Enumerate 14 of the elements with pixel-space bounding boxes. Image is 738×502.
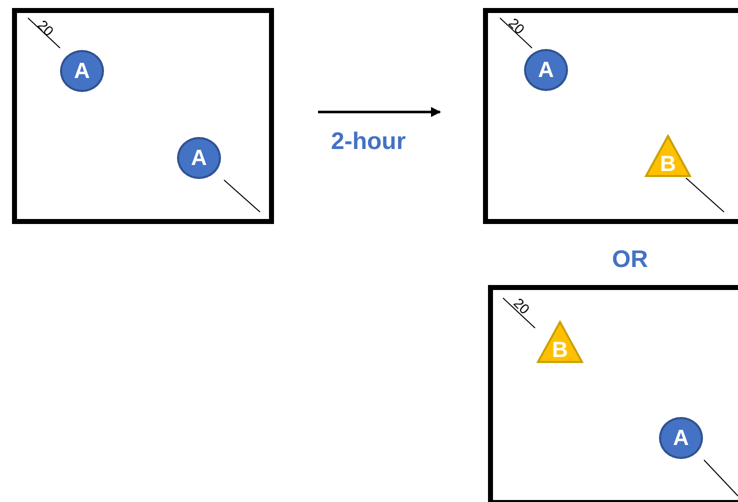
or-label: OR (612, 246, 648, 274)
dimension-label: 20 (510, 294, 533, 318)
circle-marker: A (60, 50, 104, 92)
edge-label: 2-hour (331, 128, 406, 156)
triangle-marker: B (644, 134, 692, 178)
arrow (318, 107, 441, 117)
dimension-label: 20 (506, 14, 528, 38)
circle-marker: A (524, 49, 568, 91)
circle-marker: A (177, 137, 221, 179)
frame-box (483, 8, 738, 224)
circle-marker: A (659, 417, 703, 459)
frame-box (488, 285, 738, 502)
frame-box (12, 8, 274, 224)
triangle-marker: B (536, 320, 584, 364)
